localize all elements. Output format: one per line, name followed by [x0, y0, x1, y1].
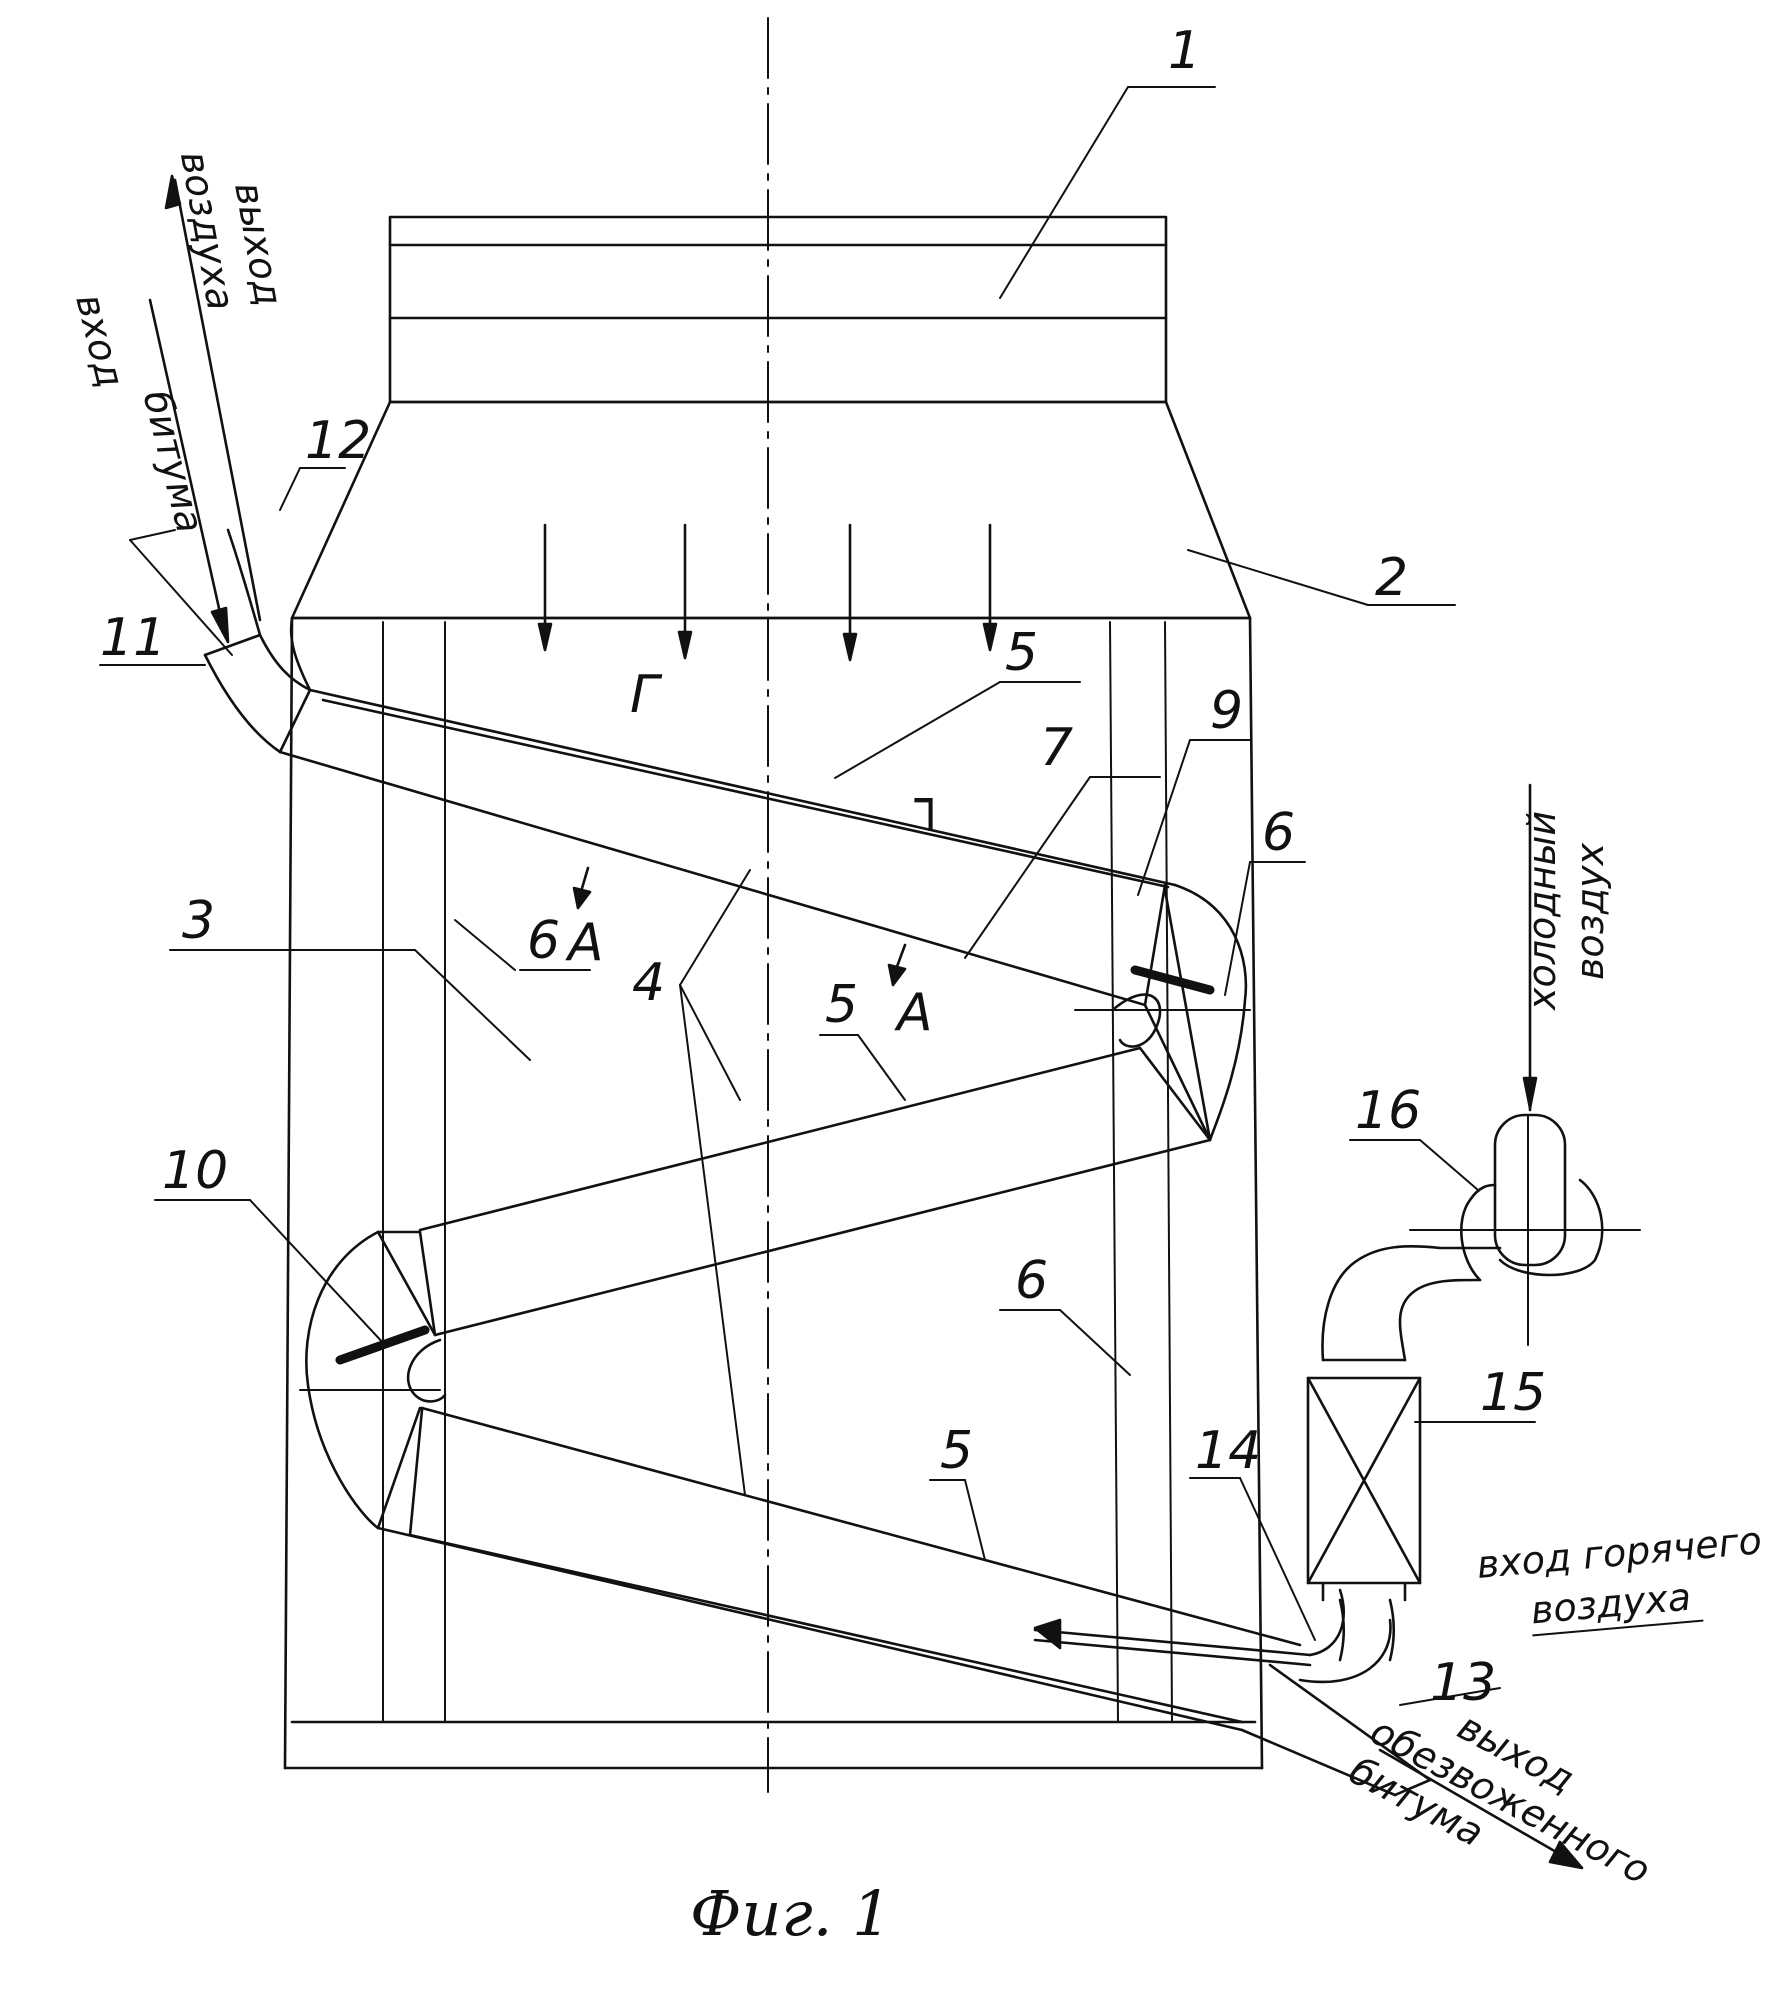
callout-2: 2: [1375, 548, 1408, 608]
callout-1: 1: [1168, 21, 1201, 81]
channel-middle-part-5: [420, 1048, 1210, 1335]
callout-6-left: 6: [527, 911, 560, 971]
callout-6-bend: 6: [1262, 803, 1295, 863]
label-air-outlet-line2: воздуха: [172, 148, 243, 314]
section-label-g-right: ┐: [914, 771, 946, 831]
label-cold-air-line2: воздух: [1568, 842, 1612, 980]
outlet-pipe-part-12: [228, 530, 310, 690]
hot-air-inlet-part-14: [1035, 1590, 1390, 1682]
callout-10: 10: [162, 1141, 228, 1201]
section-label-g-left: Г: [630, 665, 663, 725]
callout-6-right: 6: [1015, 1251, 1048, 1311]
callout-5-top: 5: [1005, 623, 1038, 683]
top-cylinder-part-1: [390, 217, 1166, 402]
callout-13: 13: [1430, 1653, 1496, 1713]
label-bitumen-inlet: вход битума: [67, 279, 212, 547]
section-label-a-right: А: [894, 983, 933, 1043]
fan-part-16: [1410, 1115, 1640, 1345]
section-mark-a-right: [889, 945, 905, 985]
callout-4: 4: [632, 953, 665, 1013]
right-turn-bend: [1075, 885, 1250, 1140]
label-hot-air-inlet: вход горячего воздуха: [1475, 1518, 1768, 1640]
label-cold-air: холодный воздух: [1520, 811, 1612, 1011]
label-hot-air-inlet-line1: вход горячего: [1475, 1518, 1763, 1587]
callout-7: 7: [1040, 718, 1073, 778]
heater-part-15: [1308, 1360, 1420, 1660]
callout-3: 3: [182, 891, 215, 951]
cone-part-2: [292, 402, 1250, 618]
label-bitumen-inlet-line1: вход: [67, 290, 133, 392]
callout-14: 14: [1195, 1421, 1261, 1481]
label-bitumen-inlet-line2: битума: [135, 386, 213, 537]
callout-5-bottom: 5: [940, 1421, 973, 1481]
channel-lower-part-5: [378, 1408, 1300, 1730]
callout-9: 9: [1210, 681, 1243, 741]
figure-caption: Фиг. 1: [690, 1877, 892, 1950]
label-cold-air-line1: холодный: [1520, 811, 1564, 1011]
label-air-outlet: выход воздуха: [172, 140, 291, 318]
leader-lines: [100, 87, 1535, 1705]
section-label-a-left: А: [565, 913, 604, 973]
callout-5-middle: 5: [825, 975, 858, 1035]
callout-16: 16: [1355, 1081, 1421, 1141]
label-product-outlet: выход обезвоженного битума: [1342, 1669, 1678, 1933]
callout-11: 11: [100, 608, 166, 668]
callout-12: 12: [305, 411, 371, 471]
duct-heater-fan: [1322, 1246, 1500, 1360]
callout-15: 15: [1480, 1363, 1546, 1423]
section-mark-a-left: [574, 868, 590, 908]
